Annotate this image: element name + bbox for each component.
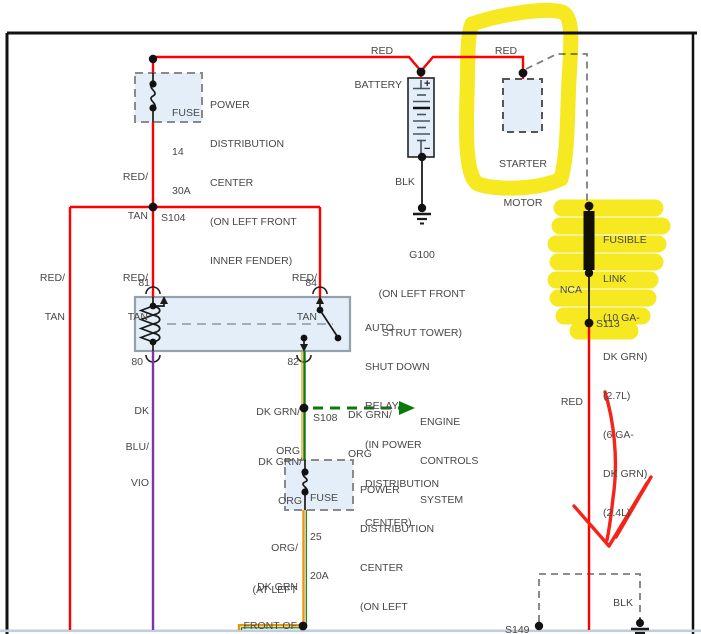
org-dk-grn-wire-label: ORG/ DK GRN (257, 542, 298, 593)
dk-grn-org-arrow-label: DK GRN/ ORG (348, 409, 392, 460)
yellow-highlighter (458, 2, 671, 340)
engine-controls-label: ENGINE CONTROLS SYSTEM (420, 416, 479, 506)
battery-internals (413, 80, 430, 153)
dk-grn-org-below-s108-label: DK GRN/ ORG (258, 456, 302, 507)
red-wires (68, 55, 591, 630)
window-bottom-edge (0, 629, 701, 633)
red-tan-left-label: RED/ TAN (39, 272, 65, 323)
diagram-frame (5, 31, 697, 634)
nca-label: NCA (559, 284, 582, 296)
splice-s113-label: S113 (596, 318, 620, 330)
dk-blu-vio-wire-label: DK BLU/ VIO (125, 405, 149, 489)
engine-controls-arrow (313, 401, 415, 415)
fuse25-box (284, 459, 354, 511)
battery-plus-sign: + (424, 78, 431, 90)
relay-internals (138, 296, 338, 352)
fusible-link-highlight (547, 199, 671, 340)
asd-relay-label: AUTO SHUT DOWN RELAY (IN POWER DISTRIBUT… (365, 322, 440, 529)
blk-bottom-wire-label: BLK (613, 597, 633, 609)
fuse14-label: FUSE 14 30A (172, 107, 201, 197)
battery-label: BATTERY (354, 79, 402, 91)
pdc-bottom-label: POWER DISTRIBUTION CENTER (ON LEFT FRONT… (360, 484, 435, 613)
pdc-top-label: POWER DISTRIBUTION CENTER (ON LEFT FRONT… (210, 99, 297, 267)
dk-grn-org-above-s108-label: DK GRN/ ORG (256, 406, 300, 457)
starter-motor-label: STARTER MOTOR (498, 158, 548, 209)
red-marker-arrow (572, 390, 653, 548)
red-battery-wire-label: RED (370, 45, 394, 57)
relay-pin-81-label: 81 (138, 277, 150, 289)
red-right-wire-label: RED (560, 396, 583, 408)
red-tan-below-fuse-label: RED/ TAN (122, 171, 148, 222)
fuse14-box (134, 72, 203, 123)
fuse25-label: FUSE 25 20A (310, 492, 339, 582)
red-starter-wire-label: RED (494, 45, 518, 57)
fusible-link-label: FUSIBLE LINK (10 GA- DK GRN) (2.7L) (6 G… (603, 234, 648, 519)
blk-battery-wire-label: BLK (395, 176, 415, 188)
splice-s108-label: S108 (313, 412, 338, 424)
ground-g100-label: G100 (ON LEFT FRONT STRUT TOWER) (378, 249, 466, 339)
splice-s104-label: S104 (161, 212, 186, 224)
red-tan-mid-label: RED/ TAN (122, 272, 148, 323)
red-tan-right-label: RED/ TAN (291, 272, 317, 323)
starter-highlight-ring (458, 2, 579, 196)
splice-s149-label: S149 (505, 624, 530, 634)
org-dk-grn-wire (237, 510, 307, 630)
relay-pin-80-label: 80 (131, 356, 143, 368)
starter-motor-box (502, 78, 543, 133)
splice-s127-location-label: (AT LEFT FRONT OF ENGINE COMPT) S127 (243, 584, 297, 632)
relay-pin-84-label: 84 (305, 277, 317, 289)
battery-minus-sign: − (424, 143, 431, 155)
relay-pin-82-label: 82 (287, 356, 299, 368)
